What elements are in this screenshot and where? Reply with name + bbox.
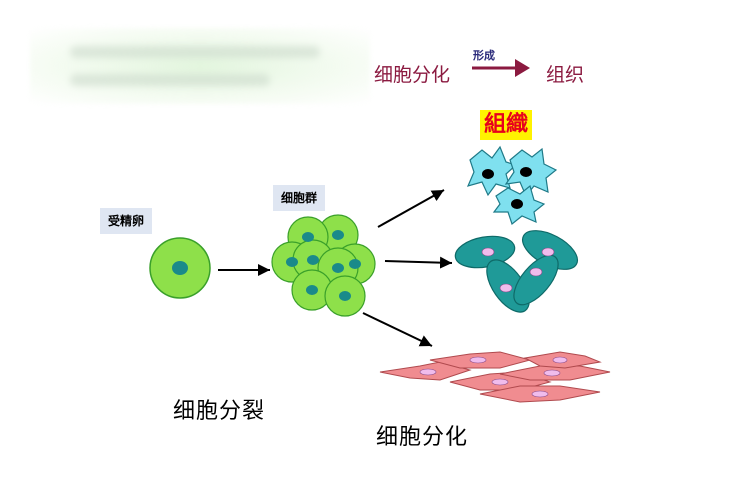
blurred-text-background: [30, 28, 370, 104]
label-cell-differentiation: 细胞分化: [376, 425, 469, 450]
label-fertilized-egg: 受精卵: [100, 208, 153, 234]
arrow-icon: [362, 312, 433, 347]
fertilized-egg-cell: [149, 237, 211, 299]
cell-cluster: [271, 214, 376, 317]
arrow-icon: [384, 256, 453, 269]
blurred-line: [70, 46, 320, 58]
stellate-cells: [466, 145, 558, 226]
fibroblast-cells: [379, 351, 611, 403]
arrow-icon: [377, 189, 445, 228]
phrase-cell-differentiation: 细胞分化: [374, 64, 451, 86]
label-cell-cluster: 细胞群: [273, 185, 326, 211]
tissue-title: 組織: [480, 110, 533, 140]
label-cell-division: 细胞分裂: [173, 399, 266, 424]
phrase-tissue: 组织: [546, 64, 585, 86]
arrow-label-form: 形成: [473, 49, 495, 62]
blurred-line: [70, 74, 270, 86]
spindle-cells: [454, 230, 579, 313]
